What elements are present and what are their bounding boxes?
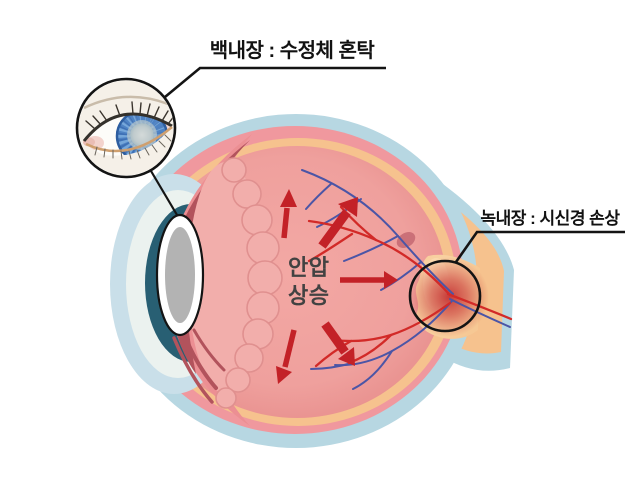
ciliary-folds (188, 157, 283, 409)
pressure-label-line2: 상승 (288, 283, 330, 308)
pressure-arrows (276, 189, 398, 384)
ciliary-muscle-streaks (172, 328, 226, 404)
crystalline-lens (155, 213, 205, 337)
lower-eyelid (85, 126, 173, 153)
cataract-connector-line (150, 170, 181, 221)
glaucoma-highlight-circle (408, 259, 482, 333)
cataract-cloudy-lens (127, 120, 157, 150)
upper-eyelid (82, 112, 173, 142)
external-eye (78, 80, 174, 176)
glaucoma-label: 녹내장 : 시신경 손상 (480, 209, 620, 228)
cataract-callout-line (164, 66, 386, 99)
macula-spot (396, 232, 416, 248)
magnifier-circle (75, 77, 177, 179)
intraocular-pressure-label: 안압 상승 (288, 254, 329, 310)
lower-eyelashes (94, 134, 172, 160)
upper-eyelashes (85, 101, 174, 130)
cataract-label: 백내장 : 수정체 혼탁 (209, 40, 375, 62)
pressure-label-line1: 안압 (288, 255, 330, 280)
lens-nucleus (165, 227, 195, 323)
glaucoma-callout-line (454, 230, 625, 263)
